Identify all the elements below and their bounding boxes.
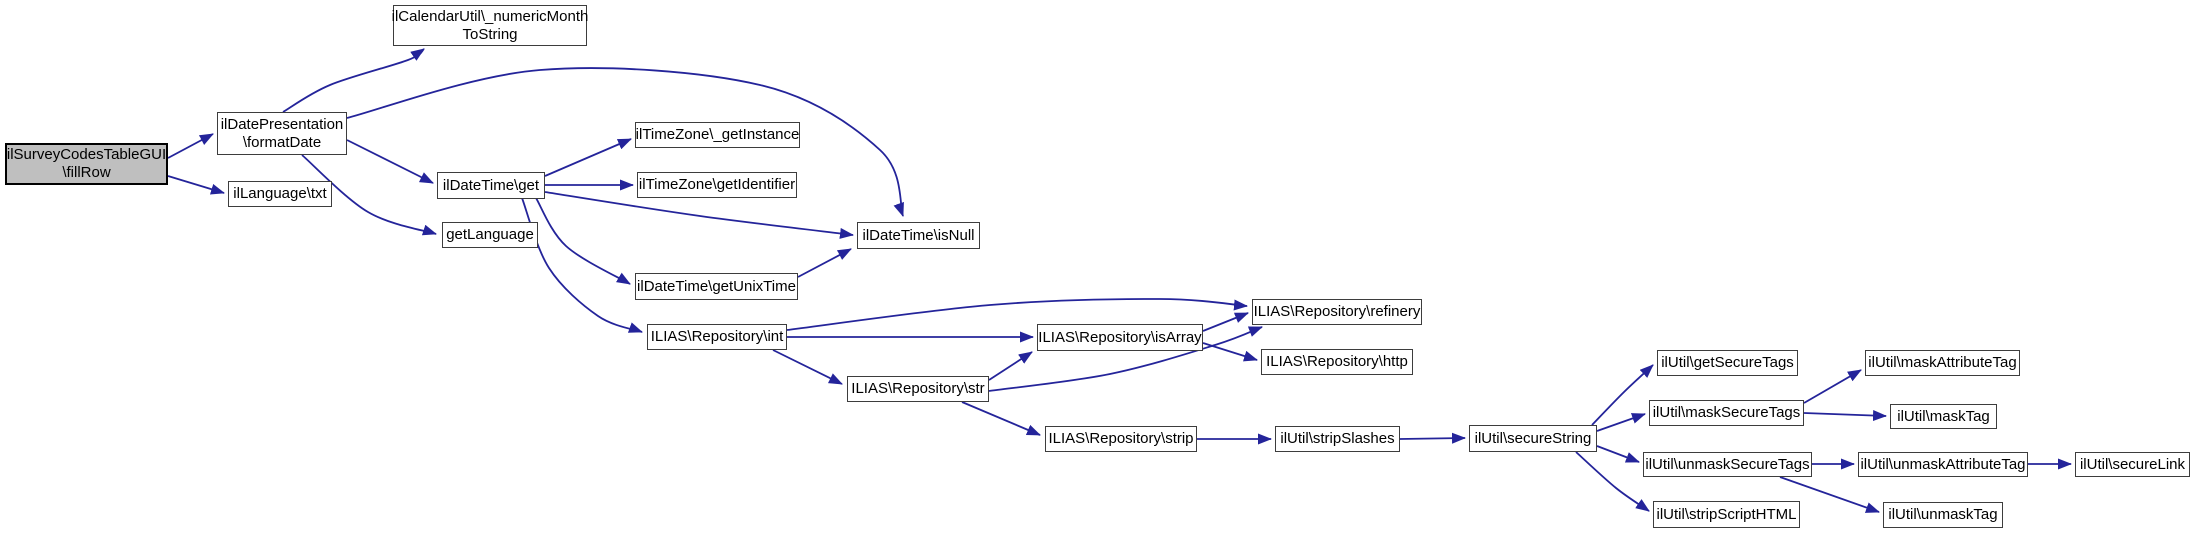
edge-securestring-to-unmasksecuretags (1596, 445, 1640, 463)
node-label-line: ilUtil\maskAttributeTag (1868, 354, 2017, 371)
node-unmaskattributetag[interactable]: ilUtil\unmaskAttributeTag (1858, 452, 2028, 477)
node-getlanguage[interactable]: getLanguage (442, 222, 538, 248)
node-label-line: ilDateTime\getUnixTime (637, 277, 796, 295)
edge-fillrow-to-txt (167, 175, 225, 195)
node-stripslashes[interactable]: ilUtil\stripSlashes (1275, 426, 1400, 452)
node-label-line: ilUtil\secureString (1474, 429, 1592, 447)
node-label-line: ilCalendarUtil\_numericMonth (391, 7, 589, 25)
node-label-line: ilTimeZone\getIdentifier (638, 176, 796, 193)
edge-int-to-str (772, 349, 843, 385)
node-label-line: ILIAS\Repository\str (851, 380, 985, 397)
edge-formatdate-to-getlanguage (301, 154, 437, 236)
edge-get-to-getinstance (544, 138, 632, 177)
node-label-line: ilUtil\secureLink (2079, 455, 2186, 473)
node-getinstance[interactable]: ilTimeZone\_getInstance (635, 122, 800, 148)
node-get[interactable]: ilDateTime\get (437, 172, 545, 199)
node-label-line: ilDatePresentation (220, 115, 344, 133)
node-formatdate[interactable]: ilDatePresentation\formatDate (217, 112, 347, 155)
node-label-line: ilLanguage\txt (233, 185, 327, 202)
node-isnull[interactable]: ilDateTime\isNull (857, 222, 980, 249)
edge-masksecuretags-to-masktag (1803, 410, 1887, 422)
edge-isarray-to-refinery (1202, 312, 1249, 332)
edge-securestring-to-masksecuretags (1596, 413, 1646, 432)
node-label-line: ilUtil\stripScriptHTML (1656, 505, 1797, 523)
edge-formatdate-to-numericmonth (282, 48, 425, 113)
edge-securestring-to-stripscripthtml (1575, 451, 1650, 512)
edge-int-to-refinery (786, 298, 1248, 331)
edge-securestring-to-getsecuretags (1591, 364, 1654, 426)
node-label-line: ilUtil\unmaskTag (1888, 506, 1998, 523)
node-str[interactable]: ILIAS\Repository\str (847, 376, 989, 402)
node-fillrow[interactable]: ilSurveyCodesTableGUI\fillRow (5, 143, 168, 185)
edge-str-to-isarray (988, 351, 1033, 381)
node-isarray[interactable]: ILIAS\Repository\isArray (1037, 324, 1203, 351)
node-label-line: ilUtil\unmaskSecureTags (1645, 455, 1810, 473)
edge-get-to-getunixtime (535, 197, 631, 285)
node-getunixtime[interactable]: ilDateTime\getUnixTime (635, 273, 798, 300)
edge-fillrow-to-formatdate (167, 133, 214, 159)
node-label-line: ilSurveyCodesTableGUI (6, 146, 167, 163)
node-masktag[interactable]: ilUtil\maskTag (1890, 404, 1997, 429)
node-maskattributetag[interactable]: ilUtil\maskAttributeTag (1865, 350, 2020, 376)
edge-masksecuretags-to-maskattributetag (1803, 369, 1862, 404)
edge-get-to-isnull (544, 191, 854, 239)
node-int[interactable]: ILIAS\Repository\int (647, 324, 787, 350)
node-getsecuretags[interactable]: ilUtil\getSecureTags (1657, 350, 1798, 376)
node-label-line: ToString (462, 25, 518, 43)
edge-isarray-to-http (1202, 342, 1258, 362)
node-label-line: ilUtil\unmaskAttributeTag (1860, 455, 2026, 473)
edge-get-to-int (521, 197, 643, 333)
node-label-line: ilTimeZone\_getInstance (635, 126, 800, 143)
node-label-line: ilUtil\stripSlashes (1280, 430, 1395, 447)
node-label-line: ILIAS\Repository\isArray (1038, 328, 1202, 346)
node-stripscripthtml[interactable]: ilUtil\stripScriptHTML (1653, 501, 1800, 528)
node-unmasksecuretags[interactable]: ilUtil\unmaskSecureTags (1643, 452, 1812, 477)
node-refinery[interactable]: ILIAS\Repository\refinery (1252, 299, 1422, 325)
edge-str-to-strip (961, 401, 1041, 436)
node-securestring[interactable]: ilUtil\secureString (1469, 425, 1597, 452)
node-txt[interactable]: ilLanguage\txt (228, 181, 332, 207)
node-label-line: getLanguage (446, 226, 534, 243)
node-label-line: \formatDate (242, 133, 322, 151)
edge-str-to-refinery (988, 326, 1263, 392)
node-securelink[interactable]: ilUtil\secureLink (2075, 452, 2190, 477)
node-label-line: ILIAS\Repository\strip (1048, 430, 1194, 447)
edge-stripslashes-to-securestring (1399, 432, 1466, 444)
node-label-line: \fillRow (62, 164, 111, 181)
node-label-line: ILIAS\Repository\http (1266, 353, 1408, 370)
node-http[interactable]: ILIAS\Repository\http (1261, 349, 1413, 375)
node-unmasktag[interactable]: ilUtil\unmaskTag (1883, 502, 2003, 528)
node-label-line: ILIAS\Repository\int (650, 328, 784, 345)
node-label-line: ilDateTime\isNull (862, 226, 975, 244)
edge-getunixtime-to-isnull (797, 248, 852, 278)
node-strip[interactable]: ILIAS\Repository\strip (1045, 426, 1197, 452)
node-label-line: ilDateTime\get (442, 176, 540, 194)
node-getidentifier[interactable]: ilTimeZone\getIdentifier (637, 172, 797, 198)
node-label-line: ilUtil\getSecureTags (1661, 354, 1794, 371)
node-label-line: ilUtil\maskTag (1897, 407, 1990, 425)
edge-unmasksecuretags-to-unmasktag (1779, 476, 1880, 513)
node-masksecuretags[interactable]: ilUtil\maskSecureTags (1649, 400, 1804, 426)
node-label-line: ILIAS\Repository\refinery (1253, 303, 1421, 320)
node-label-line: ilUtil\maskSecureTags (1652, 404, 1801, 421)
edge-formatdate-to-isnull (346, 67, 904, 217)
edge-formatdate-to-get (346, 139, 434, 184)
